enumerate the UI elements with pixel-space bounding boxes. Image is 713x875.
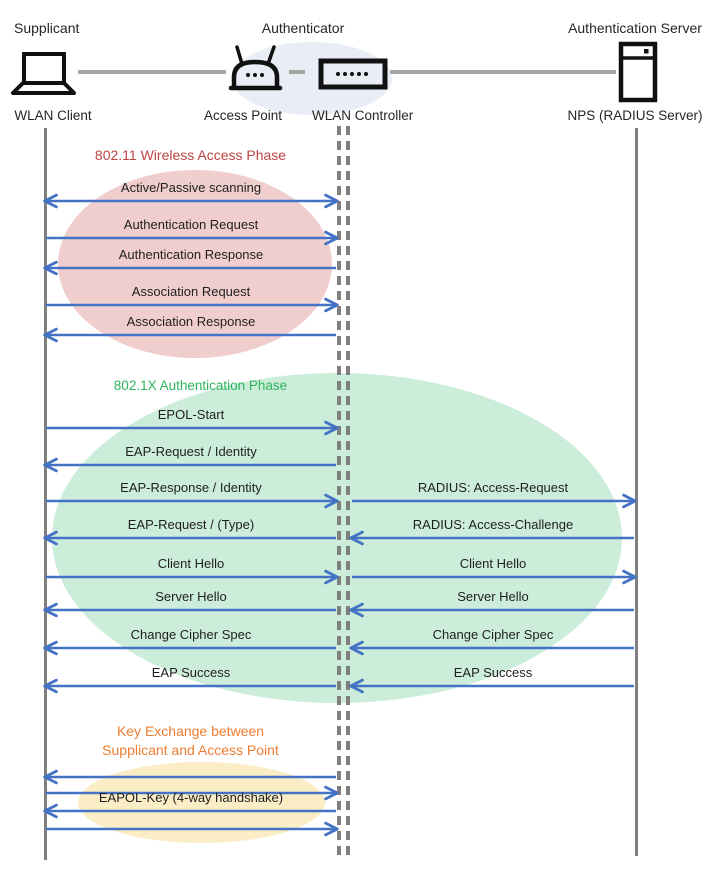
message-label: EAP-Response / Identity [120,480,262,495]
message-label: Server Hello [155,589,227,604]
phase-title-key-exchange-line2: Supplicant and Access Point [102,742,279,758]
wlan-controller-icon [318,58,388,90]
supplicant-lifeline [44,128,47,860]
message-label: Client Hello [157,556,225,571]
connector-ap-controller [289,70,305,74]
node-label-wlan-controller: WLAN Controller [312,108,414,123]
server-icon [618,41,658,103]
message-label: RADIUS: Access-Request [417,480,569,495]
message-label: Client Hello [459,556,527,571]
message-label: EAPOL-Key (4-way handshake) [98,790,284,805]
connector-controller-server [390,70,616,74]
message-label: Association Request [131,284,251,299]
message-label: EAP-Request / Identity [125,444,257,459]
message-label: Server Hello [457,589,529,604]
role-authentication-server: Authentication Server [568,20,702,36]
message-label: EAP Success [151,665,231,680]
message-label: Change Cipher Spec [130,627,252,642]
node-label-access-point: Access Point [203,108,283,123]
message-label: Association Response [126,314,256,329]
connector-client-ap [78,70,226,74]
node-label-nps-radius-server: NPS (RADIUS Server) [567,108,703,123]
phase-title-wireless-access: 802.11 Wireless Access Phase [94,147,287,163]
message-label: RADIUS: Access-Challenge [412,517,574,532]
phase-title-key-exchange: Key Exchange between Supplicant and Acce… [58,722,323,760]
message-label: Authentication Request [123,217,259,232]
message-label: Change Cipher Spec [432,627,554,642]
phase-title-authentication: 802.1X Authentication Phase [113,378,288,393]
authenticator-lifeline-right [346,126,350,856]
authenticator-lifeline-left [337,126,341,856]
role-authenticator: Authenticator [261,20,345,36]
node-label-wlan-client: WLAN Client [14,108,92,123]
laptop-icon [11,52,76,95]
message-label: Authentication Response [118,247,264,262]
phase-title-key-exchange-line1: Key Exchange between [116,723,265,739]
role-supplicant: Supplicant [14,20,80,36]
message-label: EPOL-Start [157,407,225,422]
message-label: EAP Success [453,665,533,680]
server-lifeline [635,128,638,856]
message-label: Active/Passive scanning [120,180,262,195]
access-point-icon [228,45,283,91]
message-label: EAP-Request / (Type) [127,517,255,532]
authenticator-group-ellipse [232,42,392,115]
